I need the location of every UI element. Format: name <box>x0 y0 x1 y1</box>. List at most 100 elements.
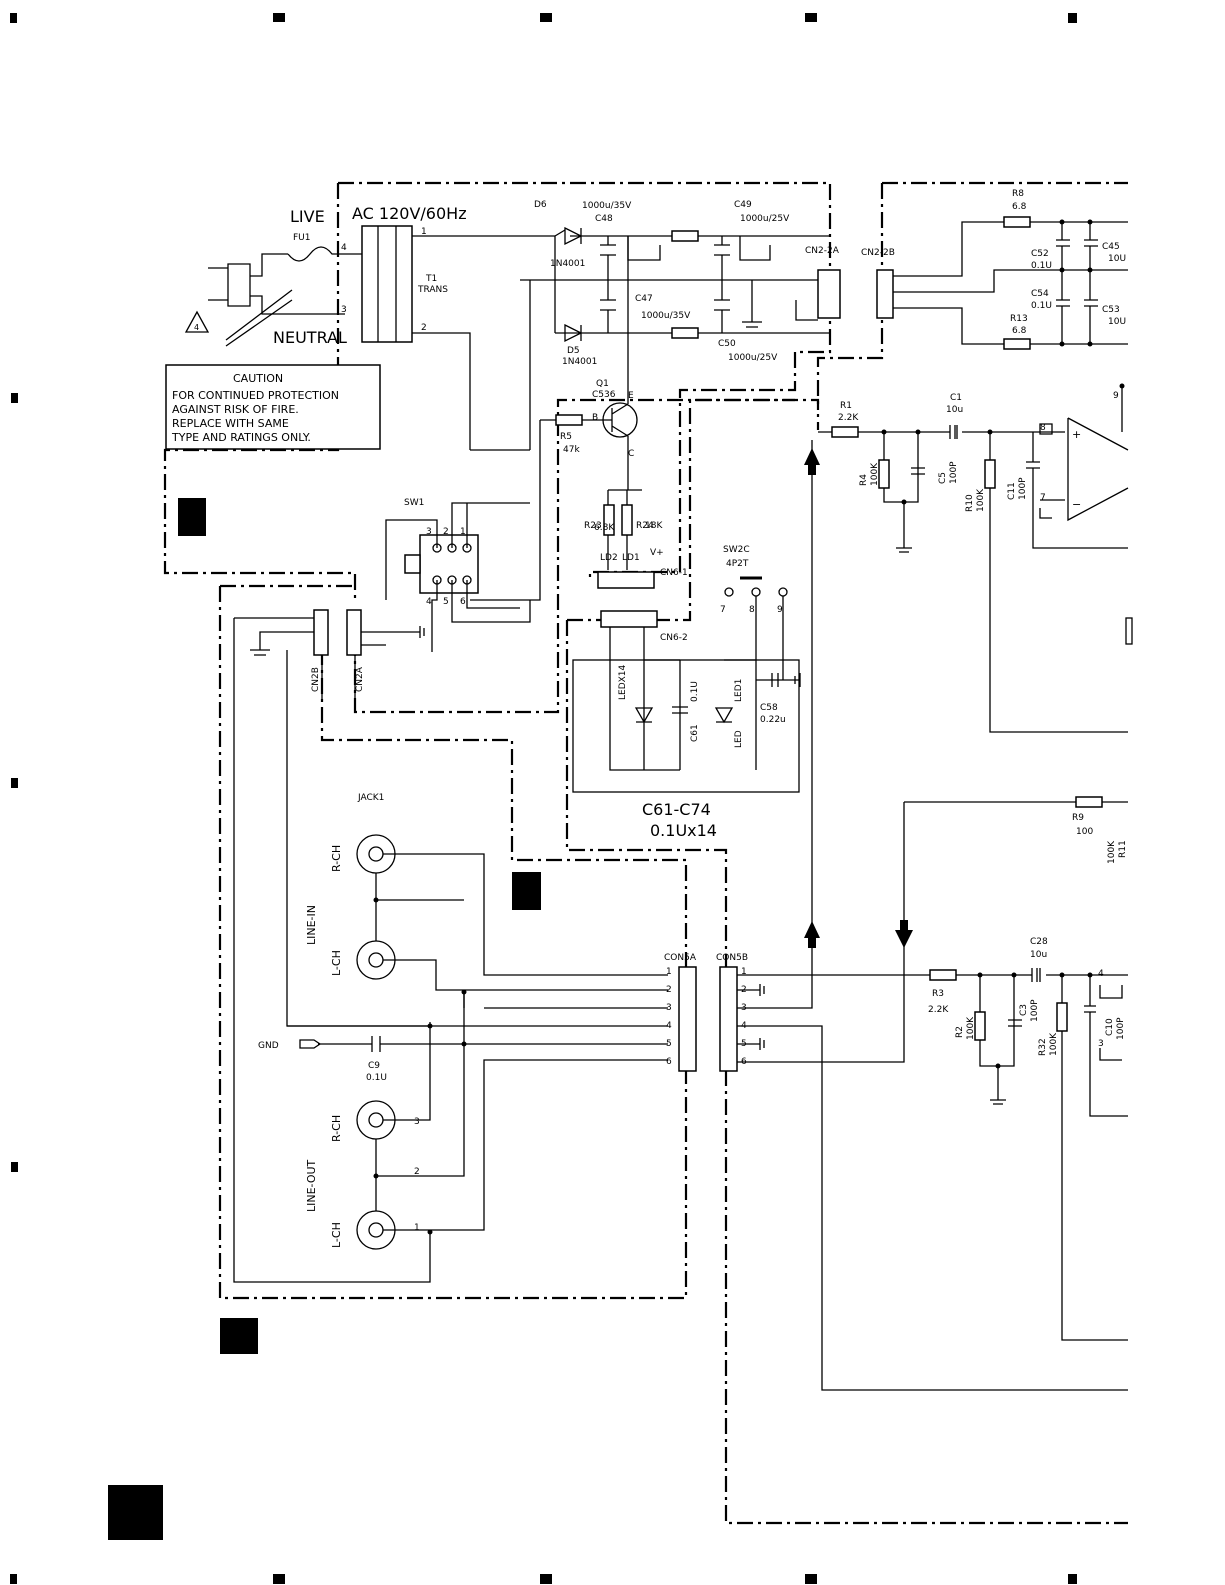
neutral-label: NEUTRAL <box>273 328 347 347</box>
c61-c74-value: 0.1Ux14 <box>650 821 717 840</box>
c5-value: 100P <box>949 461 959 484</box>
r10-value: 100K <box>976 488 986 512</box>
r24-value: 18K <box>645 521 663 531</box>
r9-value: 100 <box>1076 827 1093 837</box>
c47-label: C47 <box>635 294 653 304</box>
c61-value: 0.1U <box>690 681 700 702</box>
c61-c74-label: C61-C74 <box>642 800 711 819</box>
connector-cn2-2b <box>876 269 894 319</box>
pin-label: 2 <box>443 527 449 537</box>
registration-marks <box>10 13 1077 1584</box>
led-label: LED <box>734 730 744 748</box>
gnd-label: GND <box>258 1041 279 1051</box>
c52-value: 0.1U <box>1031 261 1052 271</box>
vplus-label: V+ <box>650 548 664 558</box>
ledx14-label: LEDX14 <box>618 664 628 700</box>
r13-value: 6.8 <box>1012 326 1027 336</box>
led-icon <box>714 707 734 724</box>
r8-value: 6.8 <box>1012 202 1027 212</box>
pin-label: 7 <box>1040 493 1046 503</box>
trans-sub-label: TRANS <box>417 285 448 295</box>
sw1-label: SW1 <box>404 498 424 508</box>
rectifier-wiring <box>520 226 894 450</box>
line-in-label: LINE-IN <box>305 905 318 945</box>
r2-label: R2 <box>955 1026 965 1038</box>
q1-label: Q1 <box>596 379 609 389</box>
rch-label: R-CH <box>330 845 343 872</box>
cn2b-label: CN2B <box>311 667 321 692</box>
cn2-2b-label: CN2-2B <box>861 248 895 258</box>
lch-label: L-CH <box>330 950 343 976</box>
block-marker <box>512 872 541 910</box>
pin-label: 3 <box>1098 1039 1104 1049</box>
ac-rating: AC 120V/60Hz <box>352 204 467 223</box>
connector-con5b <box>719 966 738 1072</box>
r11-label: R11 <box>1118 840 1128 858</box>
ld2-label: LD2 <box>600 553 618 563</box>
c48-label: C48 <box>595 214 613 224</box>
power-input: 4 <box>184 225 555 451</box>
r5-label: R5 <box>560 432 572 442</box>
connector-cn2-2a <box>817 269 841 319</box>
ld1-label: LD1 <box>622 553 640 563</box>
pin-label: 7 <box>720 605 726 615</box>
caution-title: CAUTION <box>233 372 283 385</box>
r11-value: 100K <box>1107 840 1117 864</box>
cn2a-label: CN2A <box>355 666 365 692</box>
q1-type: C536 <box>592 390 616 400</box>
fuse-label: FU1 <box>293 233 311 243</box>
c53-label: C53 <box>1102 305 1120 315</box>
r3-value: 2.2K <box>928 1005 949 1015</box>
pin-label: 6 <box>460 597 466 607</box>
emitter-label: E <box>628 391 634 401</box>
r9-label: R9 <box>1072 813 1084 823</box>
pin-label: 8 <box>749 605 755 615</box>
r4-label: R4 <box>859 474 869 486</box>
pin-label: 8 <box>1040 423 1046 433</box>
switch-sw1 <box>378 502 531 652</box>
svg-text:6: 6 <box>666 1057 672 1067</box>
r1-value: 2.2K <box>838 413 859 423</box>
con5a-label: CON5A <box>664 953 697 963</box>
pin-label: 4 <box>426 597 432 607</box>
c1-label: C1 <box>950 393 962 403</box>
svg-text:5: 5 <box>666 1039 672 1049</box>
sw2c-type: 4P2T <box>726 559 749 569</box>
c50-label: C50 <box>718 339 736 349</box>
led-driver-wiring <box>470 236 658 628</box>
connector-wiring <box>233 617 431 1283</box>
node-label: 1 <box>414 1223 420 1233</box>
jack-label: JACK1 <box>357 793 384 803</box>
c11-value: 100P <box>1018 477 1028 500</box>
c49-value: 1000u/25V <box>740 214 790 224</box>
cn6-1-label: CN6-1 <box>660 568 688 578</box>
d6-label: D6 <box>534 200 547 210</box>
c54-value: 0.1U <box>1031 301 1052 311</box>
connector-cn2a <box>346 609 362 656</box>
line-out-label: LINE-OUT <box>305 1159 318 1212</box>
r23-value: 6.8K <box>594 523 615 533</box>
c9-value: 0.1U <box>366 1073 387 1083</box>
connector-cn6-1 <box>597 571 655 589</box>
c54-label: C54 <box>1031 289 1049 299</box>
r13-label: R13 <box>1010 314 1028 324</box>
svg-text:4: 4 <box>194 323 199 332</box>
caution-line: FOR CONTINUED PROTECTION <box>172 389 339 402</box>
pin-label: 9 <box>1113 391 1119 401</box>
block-marker <box>178 498 206 536</box>
base-label: B <box>592 413 598 423</box>
node-label: 3 <box>414 1117 420 1127</box>
r32-label: R32 <box>1038 1038 1048 1056</box>
d5-type: 1N4001 <box>562 357 597 367</box>
c5-label: C5 <box>938 472 948 484</box>
page-marker <box>108 1485 163 1540</box>
con5b-label: CON5B <box>716 953 748 963</box>
svg-text:1: 1 <box>741 967 747 977</box>
r1-label: R1 <box>840 401 852 411</box>
cn6-2-label: CN6-2 <box>660 633 688 643</box>
caution-box <box>165 364 381 450</box>
c45-label: C45 <box>1102 242 1120 252</box>
r23-label: R23 <box>584 521 602 531</box>
c3-value: 100P <box>1030 999 1040 1022</box>
